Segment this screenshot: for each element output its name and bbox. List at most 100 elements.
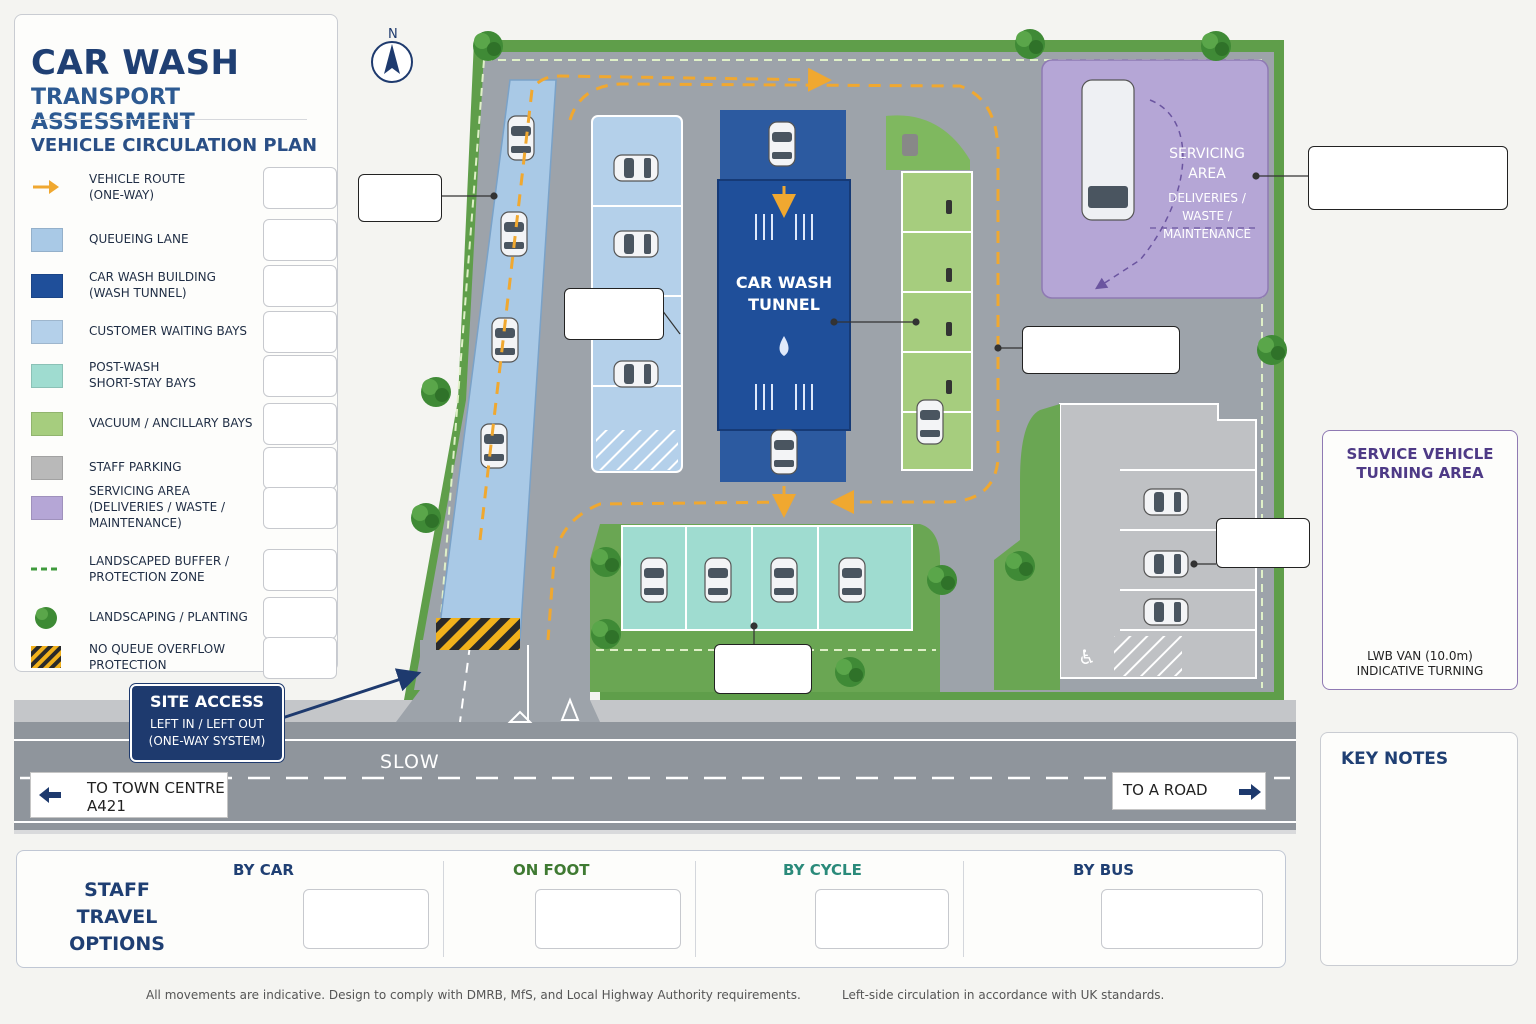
site-access-title: SITE ACCESS [149,692,264,711]
legend-item: POST-WASH SHORT-STAY BAYS [31,353,337,397]
service-vehicle-title: SERVICE VEHICLE TURNING AREA [1346,445,1494,482]
legend-entry-box[interactable] [263,265,337,307]
legend-item: NO QUEUE OVERFLOW PROTECTION [31,635,337,679]
queue-lane-callout [358,174,442,222]
queue-overflow-hatch [436,618,520,650]
legend-entry-box[interactable] [263,637,337,679]
legend-label: SERVICING AREA (DELIVERIES / WASTE / MAI… [89,484,226,530]
plan-title: VEHICLE CIRCULATION PLAN [31,135,318,156]
slow-marking: SLOW [380,751,440,773]
access-bellmouth [396,640,600,722]
arrow-left-icon [39,787,61,803]
travel-foot-field[interactable] [535,889,681,949]
sign-a-road: TO A ROAD [1112,772,1266,810]
key-notes-title: KEY NOTES [1341,749,1449,769]
site-access-subtitle: LEFT IN / LEFT OUT (ONE-WAY SYSTEM) [148,717,266,748]
legend-entry-box[interactable] [263,219,337,261]
staff-travel-panel: STAFF TRAVEL OPTIONS BY CAR ON FOOT BY C… [16,850,1286,968]
servicing-area [1041,59,1269,299]
vehicle-route [478,67,832,541]
servicing-area-callout [1308,146,1508,210]
legend-entry-box[interactable] [263,597,337,639]
legend-label: POST-WASH SHORT-STAY BAYS [89,360,197,390]
waiting-bays-callout [564,288,664,340]
legend-entry-box[interactable] [263,549,337,591]
staff-parking-callout [1216,518,1310,568]
sign-town-centre: TO TOWN CENTRE A421 [30,772,228,818]
legend-swatch [31,456,63,480]
buffer-line-icon [31,558,61,580]
travel-foot-label: ON FOOT [513,861,590,879]
legend-entry-box[interactable] [263,487,337,529]
travel-cycle-field[interactable] [815,889,949,949]
travel-car-field[interactable] [303,889,429,949]
legend-label: CAR WASH BUILDING (WASH TUNNEL) [89,270,216,300]
service-vehicle-panel: SERVICE VEHICLE TURNING AREA LWB VAN (10… [1322,430,1518,690]
legend-swatch [31,320,63,344]
travel-divider [443,861,444,957]
legend-item: LANDSCAPED BUFFER / PROTECTION ZONE [31,547,337,591]
legend-swatch [31,364,63,388]
arrow-right-icon [1239,784,1261,800]
legend-item: CAR WASH BUILDING (WASH TUNNEL) [31,263,337,307]
legend-item: VACUUM / ANCILLARY BAYS [31,401,337,445]
legend-entry-box[interactable] [263,167,337,209]
legend-entry-box[interactable] [263,403,337,445]
legend-label: LANDSCAPING / PLANTING [89,610,248,624]
legend-swatch [31,496,63,520]
legend-label: VACUUM / ANCILLARY BAYS [89,416,253,430]
legend-swatch [31,412,63,436]
legend-panel: CAR WASH TRANSPORT ASSESSMENT VEHICLE CI… [14,14,338,679]
site-access-sign: SITE ACCESS LEFT IN / LEFT OUT (ONE-WAY … [130,684,284,762]
wash-tunnel-building [717,179,851,431]
legend-item: LANDSCAPING / PLANTING [31,595,337,639]
legend-item: QUEUEING LANE [31,217,337,261]
route-arrow-icon [31,176,61,198]
travel-divider [695,861,696,957]
legend-swatch [31,274,63,298]
legend-label: QUEUEING LANE [89,232,189,246]
legend-item: STAFF PARKING [31,445,337,489]
legend-item: CUSTOMER WAITING BAYS [31,309,337,353]
key-notes-panel: KEY NOTES [1320,732,1518,966]
legend-label: NO QUEUE OVERFLOW PROTECTION [89,642,226,672]
vacuum-bay-car [916,399,944,445]
footer-note-right: Left-side circulation in accordance with… [842,988,1165,1002]
legend-label: CUSTOMER WAITING BAYS [89,324,248,338]
post-wash-callout [714,644,812,694]
staff-travel-title: STAFF TRAVEL OPTIONS [69,879,165,955]
service-vehicle-caption: LWB VAN (10.0m) INDICATIVE TURNING [1356,649,1484,678]
travel-bus-label: BY BUS [1073,861,1135,879]
travel-divider [963,861,964,957]
legend-item: SERVICING AREA (DELIVERIES / WASTE / MAI… [31,484,337,530]
legend-label: STAFF PARKING [89,460,182,474]
hatch-icon [31,646,61,668]
vacuum-bays-callout [1022,326,1180,374]
travel-bus-field[interactable] [1101,889,1263,949]
legend-entry-box[interactable] [263,447,337,489]
delivery-van [1081,79,1135,221]
legend-entry-box[interactable] [263,355,337,397]
vehicle-route-exit [546,500,791,641]
footer-note-left: All movements are indicative. Design to … [146,988,801,1002]
legend-swatch [31,228,63,252]
footway [14,700,1296,722]
title-divider [31,119,307,120]
sign-town-centre-label: TO TOWN CENTRE A421 [87,779,225,815]
page-subtitle: TRANSPORT ASSESSMENT [31,85,195,135]
legend-label: LANDSCAPED BUFFER / PROTECTION ZONE [89,554,230,584]
legend-entry-box[interactable] [263,311,337,353]
north-arrow-icon [371,41,413,83]
travel-cycle-label: BY CYCLE [783,861,862,879]
legend-item: VEHICLE ROUTE (ONE-WAY) [31,165,337,209]
vehicle-route-east [568,82,1000,514]
north-label: N [388,27,398,42]
accessible-parking-icon: ♿ [1078,645,1096,669]
page-title: CAR WASH [31,43,240,83]
travel-car-label: BY CAR [233,861,294,879]
staff-cars [1143,488,1189,626]
legend-label: VEHICLE ROUTE (ONE-WAY) [89,172,186,202]
sign-a-road-label: TO A ROAD [1123,781,1208,799]
